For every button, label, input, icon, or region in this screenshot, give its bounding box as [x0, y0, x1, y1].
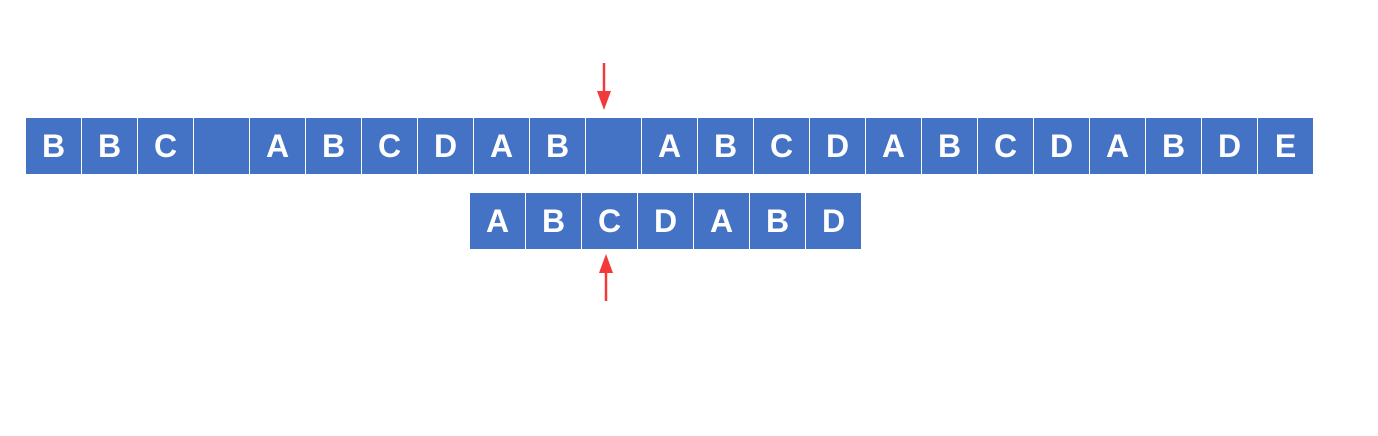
text-char-cell: D — [1034, 118, 1089, 174]
text-char-cell: C — [138, 118, 193, 174]
pattern-char-cell: C — [582, 193, 637, 249]
text-char-cell: A — [1090, 118, 1145, 174]
text-char-cell: B — [26, 118, 81, 174]
text-char-cell: B — [306, 118, 361, 174]
pattern-char-cell: B — [750, 193, 805, 249]
text-char-cell: B — [1146, 118, 1201, 174]
text-char-cell: A — [474, 118, 529, 174]
text-char-cell: B — [82, 118, 137, 174]
text-char-cell: E — [1258, 118, 1313, 174]
text-char-cell: A — [250, 118, 305, 174]
pattern-char-cell: A — [694, 193, 749, 249]
text-char-cell: B — [922, 118, 977, 174]
pattern-pointer-up-arrow-icon — [599, 254, 613, 301]
text-char-cell — [586, 118, 641, 174]
text-char-cell: C — [362, 118, 417, 174]
text-char-cell: D — [810, 118, 865, 174]
text-char-cell: B — [530, 118, 585, 174]
text-pointer-down-arrow-icon — [597, 63, 611, 110]
text-char-cell: A — [642, 118, 697, 174]
text-char-cell: D — [1202, 118, 1257, 174]
text-char-cell: A — [866, 118, 921, 174]
text-char-cell: D — [418, 118, 473, 174]
text-char-cell: C — [754, 118, 809, 174]
pattern-char-cell: D — [638, 193, 693, 249]
text-char-cell: C — [978, 118, 1033, 174]
text-char-cell — [194, 118, 249, 174]
pattern-char-cell: A — [470, 193, 525, 249]
pattern-char-cell: B — [526, 193, 581, 249]
pattern-char-cell: D — [806, 193, 861, 249]
text-char-cell: B — [698, 118, 753, 174]
